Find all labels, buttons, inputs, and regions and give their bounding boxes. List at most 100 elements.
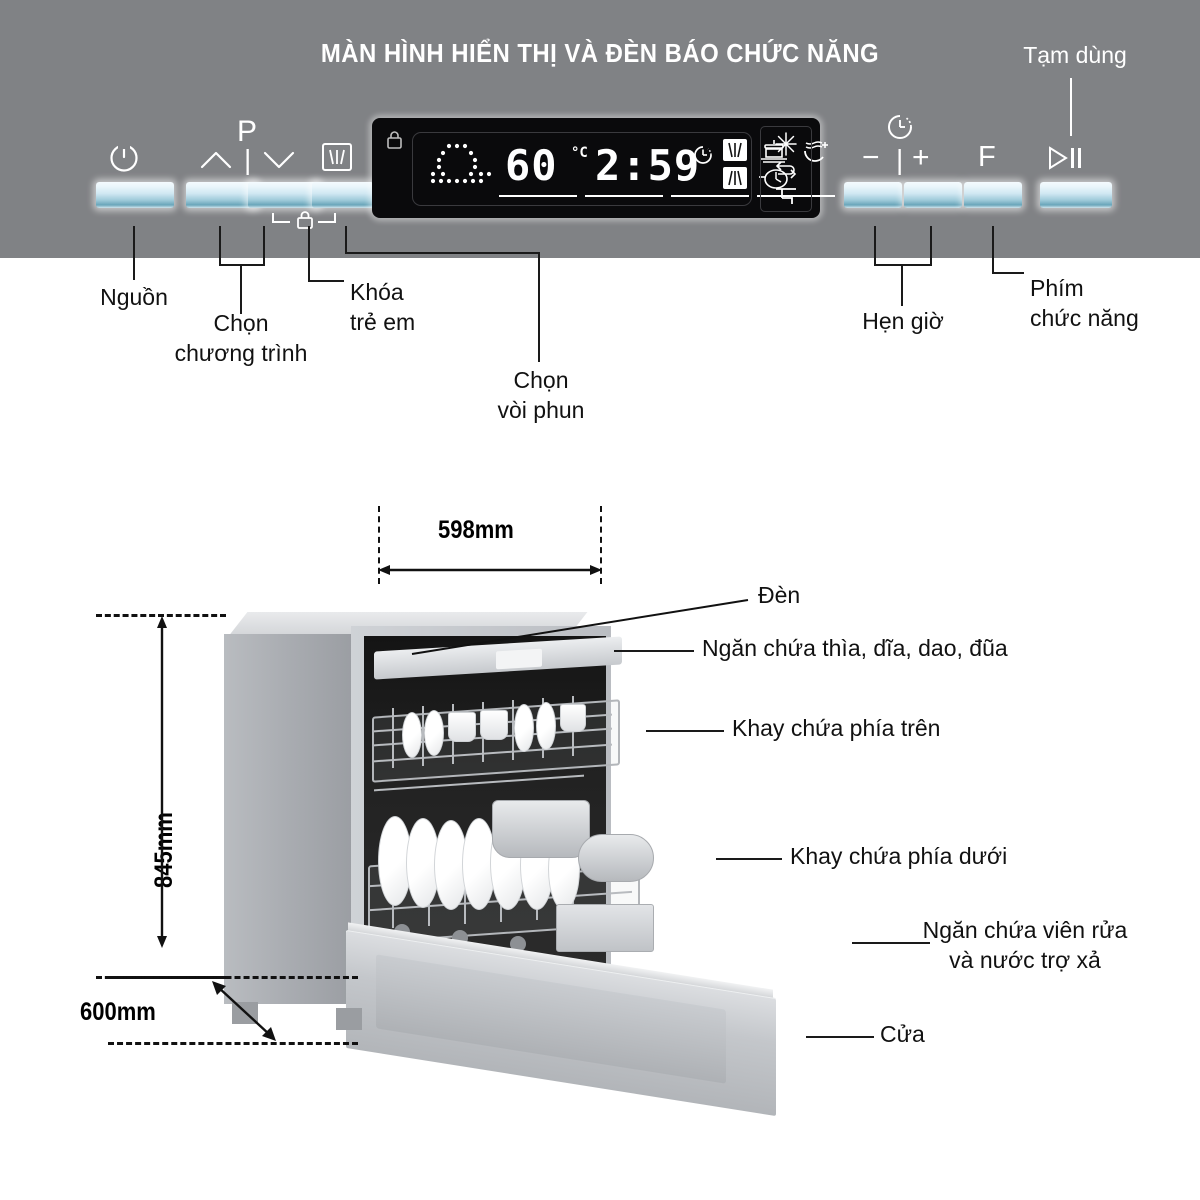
lcd-time: 2:59 xyxy=(595,141,701,190)
leader-program-cross xyxy=(219,264,265,266)
function-letter: F xyxy=(978,141,996,173)
dim-width-arrow xyxy=(378,562,602,578)
upper-rack-post-5 xyxy=(512,700,514,760)
spray-select-button[interactable] xyxy=(312,182,374,208)
progress-segment-2 xyxy=(585,195,663,197)
cup-upper-3 xyxy=(560,704,586,732)
lower-spray-icon xyxy=(723,167,747,189)
program-down-button[interactable] xyxy=(248,182,320,208)
label-light: Đèn xyxy=(758,582,801,608)
plate-upper-4 xyxy=(536,702,556,750)
leader-timer-right xyxy=(930,226,932,266)
leader-spray-v2 xyxy=(538,252,540,362)
plate-lower-3 xyxy=(434,820,468,910)
leader-light xyxy=(410,596,750,656)
lock-bracket-left2 xyxy=(272,221,290,223)
lcd-lock-icon xyxy=(384,128,406,152)
leader-upper-rack xyxy=(646,730,724,732)
label-child-lock: Khóa trẻ em xyxy=(350,279,416,335)
play-pause-icon xyxy=(1046,145,1086,171)
leader-function-h xyxy=(992,272,1024,274)
label-cutlery-tray: Ngăn chứa thìa, dĩa, dao, đũa xyxy=(702,635,1008,661)
leader-pause xyxy=(1070,78,1072,136)
leader-program-stem xyxy=(240,264,242,314)
plate-upper-2 xyxy=(424,710,444,756)
leader-door xyxy=(806,1036,874,1038)
leader-timer-stem xyxy=(901,264,903,306)
dim-depth-guide-top xyxy=(108,976,358,979)
pot-large xyxy=(492,800,590,858)
lock-bracket-right xyxy=(334,213,336,223)
label-power: Nguồn xyxy=(100,284,168,310)
dim-depth-arrow xyxy=(208,978,280,1044)
minus-icon: − xyxy=(862,141,880,174)
lcd-main-area: 60 °C 2:59 xyxy=(412,132,835,206)
leader-power xyxy=(133,226,135,280)
leader-childlock-h xyxy=(308,280,344,282)
leader-childlock-v xyxy=(308,226,310,282)
sparkle-icon xyxy=(772,131,800,157)
lcd-display: 60 °C 2:59 xyxy=(372,118,835,218)
upper-rack-post-1 xyxy=(392,708,394,768)
dim-width-label: 598mm xyxy=(438,516,514,544)
leader-lower-rack xyxy=(716,858,782,860)
dim-width-guide-left xyxy=(378,506,380,584)
plate-upper-3 xyxy=(514,704,534,752)
label-detergent: Ngăn chứa viên rửa và nước trợ xả xyxy=(922,917,1128,973)
power-button[interactable] xyxy=(96,182,174,208)
timer-plus-button[interactable] xyxy=(904,182,962,208)
program-letter: P xyxy=(237,115,258,148)
leader-function-v xyxy=(992,226,994,274)
dishwasher-side-panel xyxy=(224,634,352,1004)
timer-divider: | xyxy=(896,144,904,175)
program-up-button[interactable] xyxy=(186,182,258,208)
dim-depth-label: 600mm xyxy=(80,998,156,1026)
page-title: MÀN HÌNH HIỂN THỊ VÀ ĐÈN BÁO CHỨC NĂNG xyxy=(320,38,880,68)
dim-depth-guide-bottom xyxy=(108,1042,358,1045)
lcd-temperature: 60 xyxy=(505,141,558,190)
leader-program-right xyxy=(263,226,265,266)
progress-segment-1 xyxy=(499,195,577,197)
leader-spray-v1 xyxy=(345,226,347,254)
leader-spray-h xyxy=(345,252,540,254)
label-door: Cửa xyxy=(880,1021,925,1047)
label-program-select: Chọn chương trình xyxy=(174,310,308,366)
dishwasher-illustration xyxy=(196,604,856,1117)
recycle-arrows-icon xyxy=(772,158,800,182)
leader-program-left xyxy=(219,226,221,266)
leader-timer-cross xyxy=(874,264,932,266)
label-spray-select: Chọn vòi phun xyxy=(497,367,585,423)
clock-icon xyxy=(691,143,715,167)
power-icon xyxy=(107,140,141,174)
spray-arm-icon xyxy=(320,141,354,173)
chevron-up-icon xyxy=(199,148,233,172)
plate-upper-1 xyxy=(402,712,422,758)
function-button[interactable] xyxy=(964,182,1022,208)
play-pause-button[interactable] xyxy=(1040,182,1112,208)
leader-cutlery-tray xyxy=(614,650,694,652)
cup-upper-2 xyxy=(480,710,508,740)
label-function-key: Phím chức năng xyxy=(1030,275,1139,331)
timer-minus-button[interactable] xyxy=(844,182,902,208)
progress-segment-3 xyxy=(671,195,749,197)
dot-matrix-program-icon xyxy=(423,141,495,189)
dim-height-guide-top xyxy=(96,614,226,617)
dim-width-guide-right xyxy=(600,506,602,584)
label-pause: Tạm dùng xyxy=(1023,42,1127,68)
plus-icon: + xyxy=(912,141,930,174)
leader-timer-left xyxy=(874,226,876,266)
detergent-dispenser[interactable] xyxy=(556,904,654,952)
dim-height-arrow xyxy=(154,616,170,948)
foot-right xyxy=(336,1008,362,1030)
timer-clock-icon xyxy=(886,113,916,141)
faucet-icon xyxy=(772,184,800,208)
upper-rack-post-2 xyxy=(422,706,424,766)
progress-segment-4 xyxy=(757,195,835,197)
lock-bracket-left xyxy=(272,213,274,223)
program-divider: | xyxy=(244,144,252,175)
lcd-temperature-unit: °C xyxy=(571,145,588,161)
label-lower-rack: Khay chứa phía dưới xyxy=(790,843,1008,869)
pot-lid xyxy=(578,834,654,882)
chevron-down-icon xyxy=(262,148,296,172)
